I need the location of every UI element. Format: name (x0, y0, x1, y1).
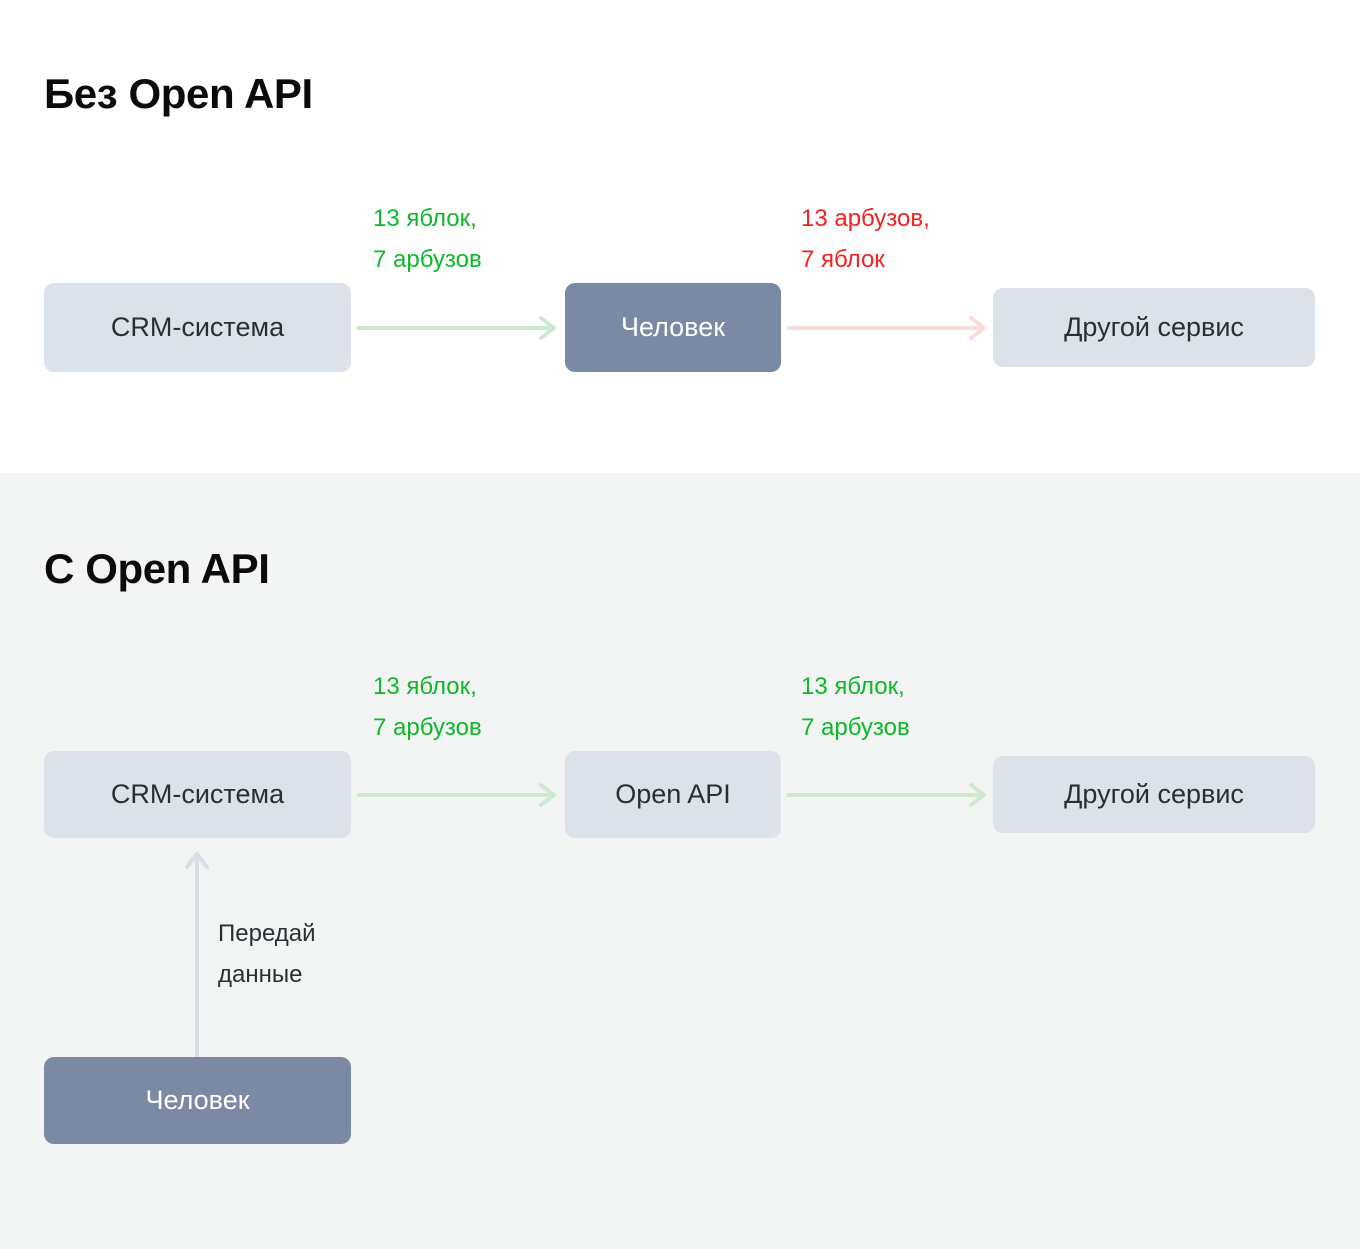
arrow-human-to-other-icon (787, 316, 992, 340)
arrow-crm-to-human-icon (357, 316, 562, 340)
node-label: Другой сервис (1064, 311, 1244, 342)
section-title-without-open-api: Без Open API (44, 70, 313, 117)
edge-label-openapi-to-other: 13 яблок, 7 арбузов (801, 673, 910, 742)
edge-label-crm-to-human: 13 яблок, 7 арбузов (373, 205, 482, 274)
node-label: Open API (615, 778, 731, 809)
edge-label-human-to-other: 13 арбузов, 7 яблок (801, 205, 930, 274)
node-label: Человек (620, 311, 726, 342)
arrow-human-to-crm-icon (182, 849, 212, 1059)
section-with-open-api: С Open API 13 яблок, 7 арбузов 13 яблок,… (0, 473, 1360, 1249)
node-other-service[interactable]: Другой сервис (993, 756, 1315, 833)
edge-label-crm-to-openapi: 13 яблок, 7 арбузов (373, 673, 482, 742)
node-other-service[interactable]: Другой сервис (993, 288, 1315, 367)
section-title-with-open-api: С Open API (44, 545, 270, 592)
node-label: Человек (145, 1084, 250, 1115)
node-open-api[interactable]: Open API (565, 751, 781, 838)
arrow-openapi-to-other-icon (787, 783, 992, 807)
node-label: CRM-система (110, 778, 285, 809)
node-human[interactable]: Человек (44, 1057, 351, 1144)
node-label: CRM-система (110, 311, 285, 342)
node-crm-system[interactable]: CRM-система (44, 751, 351, 838)
section-without-open-api: Без Open API 13 яблок, 7 арбузов 13 арбу… (0, 0, 1360, 473)
arrow-crm-to-openapi-icon (357, 783, 562, 807)
node-human[interactable]: Человек (565, 283, 781, 372)
node-crm-system[interactable]: CRM-система (44, 283, 351, 372)
node-label: Другой сервис (1064, 778, 1244, 809)
edge-label-human-to-crm: Передай данные (218, 920, 316, 989)
